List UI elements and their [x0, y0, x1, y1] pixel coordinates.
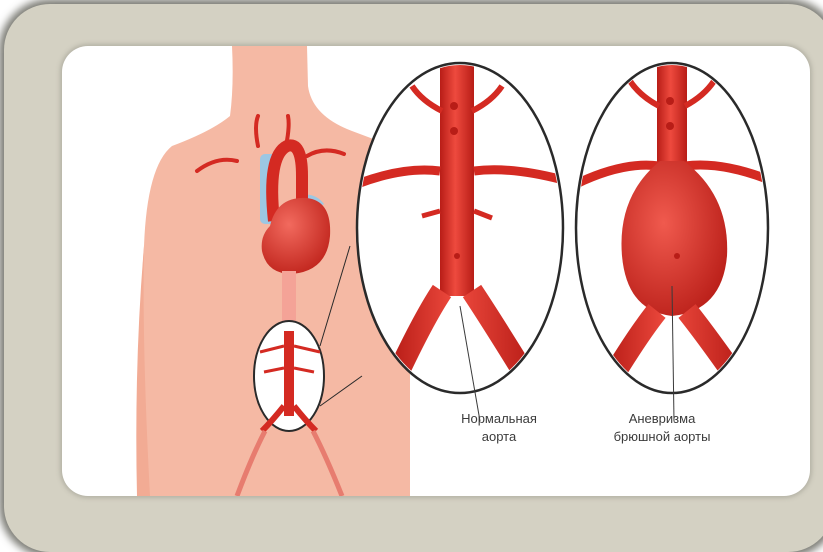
normal-aorta-label-line1: Нормальная: [444, 410, 554, 428]
aneurysm-label-line2: брюшной аорты: [597, 428, 727, 446]
aneurysm-label-line1: Аневризма: [597, 410, 727, 428]
small-lens: [254, 321, 324, 431]
aneurysm-label: Аневризма брюшной аорты: [597, 410, 727, 446]
content-panel: Нормальная аорта Аневризма брюшной аорты: [62, 46, 810, 496]
normal-aorta-label: Нормальная аорта: [444, 410, 554, 446]
normal-aorta-label-line2: аорта: [444, 428, 554, 446]
magnifier-lens-aneurysm: [572, 46, 772, 421]
